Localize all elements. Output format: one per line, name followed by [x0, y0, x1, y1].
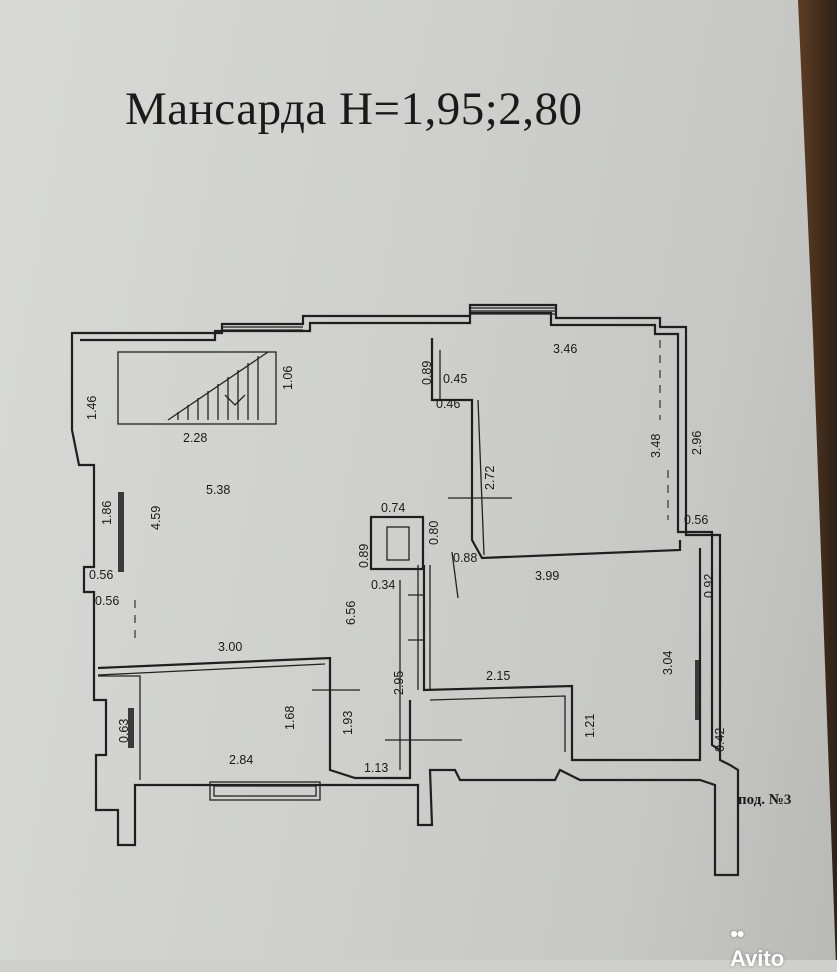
dim-label: 0.56: [89, 568, 113, 582]
dim-label: 2.95: [392, 671, 406, 695]
dim-label: 0.34: [371, 578, 395, 592]
dim-label: 2.28: [183, 431, 207, 445]
dim-label: 1.21: [583, 714, 597, 738]
partition-right-inner: [439, 350, 485, 556]
dim-label: 0.42: [713, 728, 727, 752]
dim-label: 3.04: [661, 651, 675, 675]
dim-label: 1.68: [283, 706, 297, 730]
chimney: [369, 515, 425, 571]
dim-label: 3.99: [535, 569, 559, 583]
avito-watermark: ●● Avito: [730, 920, 784, 972]
partition-right: [430, 338, 682, 560]
bedroom-wall: [97, 656, 412, 780]
dim-label: 2.15: [486, 669, 510, 683]
dim-label: 0.56: [95, 594, 119, 608]
dimension-ticks: [312, 497, 512, 741]
corridor-inner: [399, 580, 425, 770]
dim-label: 1.06: [281, 366, 295, 390]
dim-label: 0.92: [702, 574, 716, 598]
dim-label: 0.89: [357, 544, 371, 568]
dim-label: 1.86: [100, 501, 114, 525]
dim-label: 3.46: [553, 342, 577, 356]
dim-label: 0.89: [420, 361, 434, 385]
plan-title: Мансарда H=1,95;2,80: [125, 83, 583, 135]
dim-label: 5.38: [206, 483, 230, 497]
dim-label: 1.46: [85, 396, 99, 420]
dim-label: 0.74: [381, 501, 405, 515]
dim-label: 0.46: [436, 397, 460, 411]
left-window: [118, 492, 124, 572]
dim-label: 2.72: [483, 466, 497, 490]
dim-label: 0.88: [453, 551, 477, 565]
dim-label: 0.80: [427, 521, 441, 545]
top-windows: [222, 307, 556, 331]
hall-wall: [422, 548, 702, 762]
radiator-inner: [213, 785, 317, 797]
outer-wall: [70, 303, 740, 877]
hall-inner: [417, 565, 566, 752]
dim-label: 2.96: [690, 431, 704, 455]
dim-label: 1.13: [364, 761, 388, 775]
dim-label: 1.93: [341, 711, 355, 735]
dim-label: 0.63: [117, 719, 131, 743]
watermark-text: Avito: [730, 946, 785, 971]
dim-label: 3.48: [649, 434, 663, 458]
dim-label: 0.45: [443, 372, 467, 386]
inner-outline: [80, 311, 721, 751]
bedroom-inner: [97, 663, 326, 780]
entrance-label: под. №3: [738, 792, 792, 808]
dim-label: 4.59: [149, 506, 163, 530]
right-window: [695, 660, 700, 720]
dim-label: 0.56: [684, 513, 708, 527]
lower-left-window: [128, 708, 134, 748]
dim-label: 6.56: [344, 601, 358, 625]
dim-label: 3.00: [218, 640, 242, 654]
dim-label: 2.84: [229, 753, 253, 767]
radiator: [209, 781, 321, 801]
staircase: [117, 351, 277, 425]
avito-logo-icon: ●●: [730, 925, 745, 941]
